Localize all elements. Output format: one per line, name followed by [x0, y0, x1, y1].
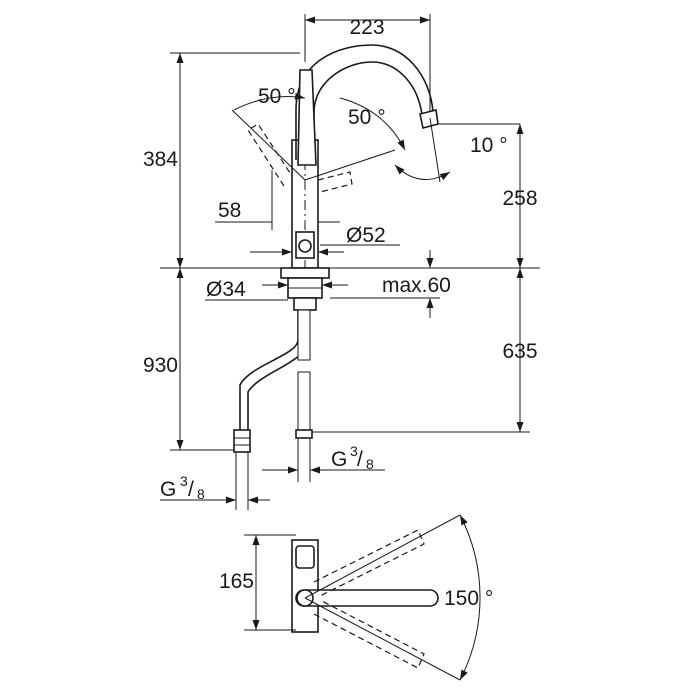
lever-angle-arc-right [339, 97, 406, 151]
thread-right-denominator: 8 [366, 456, 374, 472]
dim-spout-angle: 10 ° [470, 134, 508, 157]
dim-spout-reach: 223 [349, 16, 384, 39]
spout-outlet-axis [429, 117, 441, 183]
dim-hole-diameter: Ø34 [206, 278, 246, 301]
dim-thread-right: G [331, 448, 347, 471]
dim-body-diameter: Ø52 [346, 224, 386, 247]
hose-braid-upper [297, 309, 311, 361]
thread-left-slash: / [188, 478, 194, 501]
lever [297, 69, 317, 166]
dim-swivel-angle: 150 ° [444, 587, 493, 610]
lever-right-position [317, 171, 353, 193]
lever-angle-guide-left [231, 109, 306, 181]
lever-left-position [247, 123, 293, 187]
spout-outlet [419, 109, 439, 129]
dim-total-height: 384 [143, 148, 178, 171]
dim-thread-left: G [160, 478, 176, 501]
top-view-spout-lower-position [313, 599, 425, 669]
mounting-nut [293, 297, 317, 311]
dim-spout-height: 258 [502, 187, 537, 210]
dim-max-deck-thickness: max.60 [382, 274, 451, 297]
swivel-angle-arc [459, 514, 481, 681]
dim-lever-angle-right: 50 ° [348, 106, 386, 129]
thread-right-numerator: 3 [350, 443, 358, 459]
dim-lever-angle-left: 50 ° [258, 85, 296, 108]
dim-flex-length: 635 [502, 340, 537, 363]
mounting-flange [280, 267, 330, 279]
lever-angle-arc-left [233, 92, 306, 111]
hose-braid-lower [297, 371, 311, 431]
connector-left [233, 429, 251, 453]
spout-angle-arc [394, 164, 451, 181]
dim-lever-offset: 58 [218, 199, 241, 222]
dim-top-view-depth: 165 [219, 570, 254, 593]
thread-left-numerator: 3 [180, 473, 188, 489]
top-view-spout [295, 589, 439, 607]
connector-right [295, 429, 313, 439]
lever-angle-guide-right [304, 149, 396, 181]
body-screw [298, 239, 312, 253]
side-view: 223 384 258 50 ° 50 ° 10 ° 58 Ø52 Ø34 [143, 14, 540, 510]
thread-right-slash: / [357, 448, 363, 471]
top-view-lever [295, 545, 315, 569]
thread-left-denominator: 8 [197, 486, 205, 502]
top-view: 150 ° 165 [219, 514, 493, 681]
top-view-spout-upper-position [313, 529, 425, 597]
dim-hose-length: 930 [143, 354, 178, 377]
